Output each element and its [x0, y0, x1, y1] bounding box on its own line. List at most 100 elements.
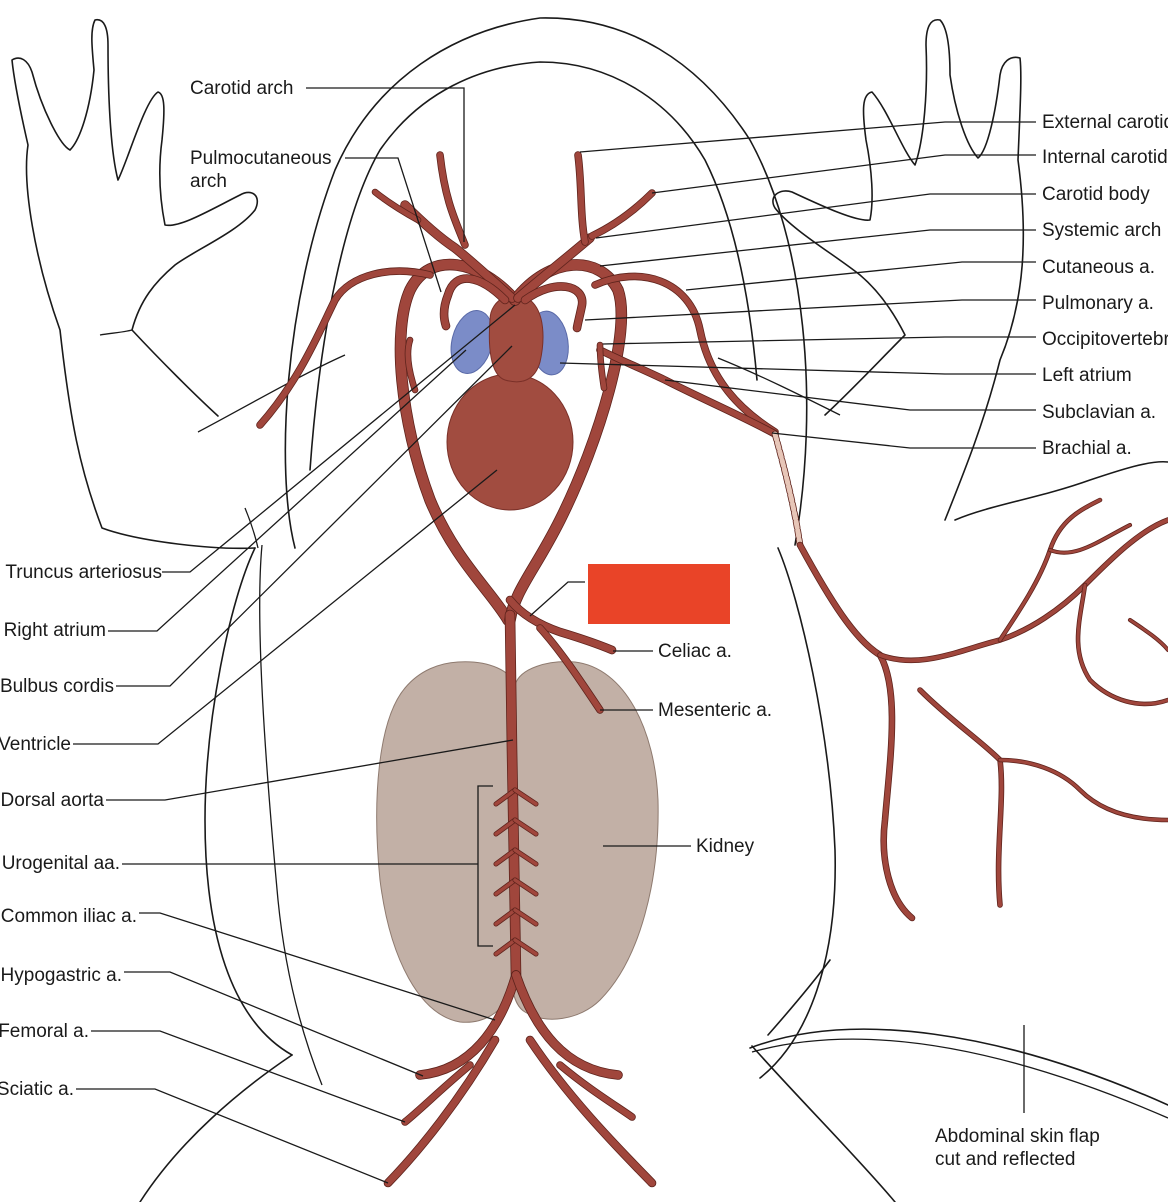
- label-hypogastric: Hypogastric a.: [0, 965, 122, 986]
- head-inner-outline: [309, 61, 758, 471]
- left-forelimb-skin: [197, 354, 346, 433]
- body-outline: [11, 17, 1168, 1202]
- leader-common-iliac: [139, 912, 496, 1021]
- left-skin-inner: [259, 544, 323, 1086]
- brachial-branch-d-edge: [997, 757, 1168, 823]
- label-occipitovertebral: Occipitovertebral a.: [1042, 329, 1168, 350]
- brachial-continuation: [772, 431, 803, 548]
- label-cutaneous: Cutaneous a.: [1042, 257, 1156, 278]
- brachial-branch-e-edge: [1075, 582, 1168, 707]
- brachial-branch-d: [998, 758, 1168, 822]
- left-systemic-arch: [505, 259, 627, 625]
- label-pulmocutaneous-arch: Pulmocutaneous arch: [190, 148, 332, 192]
- left-subclavian: [597, 347, 778, 437]
- brachial-branch-c: [918, 688, 1004, 907]
- right-common-iliac: [512, 971, 622, 1079]
- leader-bulbus-cordis: [116, 345, 513, 687]
- urogenital-branch-right-5: [513, 938, 538, 956]
- left-elbow: [244, 507, 259, 549]
- urogenital-branch-left-3: [494, 878, 517, 896]
- urogenital-branch-right-2: [513, 848, 538, 866]
- left-cutaneous: [592, 273, 778, 435]
- urogenital-branch-right-1: [513, 818, 538, 836]
- brachial-branch-a-edge: [877, 517, 1168, 664]
- left-occipitovertebral: [597, 342, 607, 391]
- right-forelimb-outline: [772, 19, 1168, 521]
- left-side-outline: [204, 547, 293, 1056]
- leader-femoral: [91, 1030, 406, 1123]
- leader-systemic-arch: [599, 229, 1036, 267]
- right-pulmocutaneous: [440, 275, 509, 330]
- abdominal-flap-outline: [749, 1028, 1168, 1106]
- urogenital-branch-left-4: [494, 908, 517, 926]
- label-internal-carotid: Internal carotid a.: [1042, 147, 1168, 168]
- left-forelimb-crease: [99, 329, 133, 336]
- leader-right-atrium: [108, 349, 467, 632]
- label-celiac: Celiac a.: [658, 641, 732, 662]
- brachial-branch-a: [878, 518, 1168, 663]
- left-pulmocutaneous: [521, 282, 586, 332]
- label-subclavian: Subclavian a.: [1042, 402, 1157, 423]
- label-systemic-arch: Systemic arch: [1042, 220, 1162, 241]
- left-common-iliac: [416, 971, 520, 1079]
- label-abdominal-flap: Abdominal skin flap cut and reflected: [935, 1126, 1100, 1170]
- right-carotid-branch: [372, 189, 421, 223]
- label-brachial: Brachial a.: [1042, 438, 1132, 459]
- label-femoral: Femoral a.: [0, 1021, 89, 1042]
- leader-lines: [73, 87, 1036, 1184]
- right-forelimb-skin: [717, 357, 841, 416]
- celiac-mesenteric-trunk: [506, 596, 616, 654]
- brachial-arm-edge: [796, 541, 916, 922]
- left-forelimb-outline: [11, 19, 259, 550]
- right-hindlimb-outline: [751, 1045, 896, 1202]
- urogenital-branch-left-5: [494, 938, 517, 956]
- leader-left-atrium: [559, 362, 1036, 375]
- brachial-branch-f: [1048, 523, 1132, 554]
- brachial-branch-e: [1076, 583, 1168, 706]
- leader-ventricle: [73, 469, 498, 745]
- leader-carotid-arch: [306, 87, 465, 242]
- right-carotid-upper: [437, 152, 468, 248]
- label-dorsal-aorta: Dorsal aorta: [0, 790, 105, 811]
- label-pulmonary: Pulmonary a.: [1042, 293, 1154, 314]
- label-right-atrium: Right atrium: [3, 620, 106, 641]
- right-side-outline: [759, 547, 836, 1079]
- redacted-label-box: [588, 564, 730, 624]
- leader-urogenital-bracket: [477, 785, 493, 947]
- label-urogenital: Urogenital aa.: [1, 853, 120, 874]
- leader-cutaneous: [685, 261, 1036, 291]
- right-systemic-arch: [395, 259, 520, 625]
- dorsal-aorta: [505, 610, 521, 980]
- head-outline: [284, 17, 808, 549]
- leader-dorsal-aorta: [106, 739, 514, 801]
- leader-hypogastric: [124, 971, 424, 1077]
- left-sciatic: [384, 1036, 499, 1187]
- right-femoral: [557, 1062, 635, 1120]
- arteries: [256, 151, 1168, 1188]
- leader-celiac-redacted: [529, 581, 585, 617]
- abdominal-flap-side: [767, 959, 831, 1036]
- leader-carotid-body: [595, 193, 1036, 239]
- leader-sciatic: [76, 1088, 389, 1184]
- label-bulbus-cordis: Bulbus cordis: [0, 676, 114, 697]
- abdominal-flap-inner: [751, 1038, 1168, 1119]
- left-internal-carotid: [589, 190, 655, 239]
- right-cutaneous: [257, 268, 433, 428]
- label-truncus-arteriosus: Truncus arteriosus: [5, 562, 162, 583]
- urogenital-branch-left-0: [494, 788, 517, 806]
- label-left-atrium: Left atrium: [1042, 365, 1132, 386]
- left-external-carotid: [575, 152, 588, 245]
- leader-truncus-arteriosus: [162, 304, 516, 573]
- leader-subclavian: [664, 379, 1036, 411]
- label-external-carotid: External carotid a.: [1042, 112, 1168, 133]
- label-carotid-body: Carotid body: [1042, 184, 1150, 205]
- urogenital-branch-left-1: [494, 818, 517, 836]
- label-common-iliac: Common iliac a.: [0, 906, 137, 927]
- truncus-shape: [488, 294, 544, 383]
- label-carotid-arch: Carotid arch: [190, 78, 294, 99]
- right-sciatic: [526, 1036, 656, 1187]
- label-ventricle: Ventricle: [0, 734, 71, 755]
- brachial-branch-c-edge: [917, 687, 1005, 908]
- brachial-branch-b: [998, 498, 1102, 642]
